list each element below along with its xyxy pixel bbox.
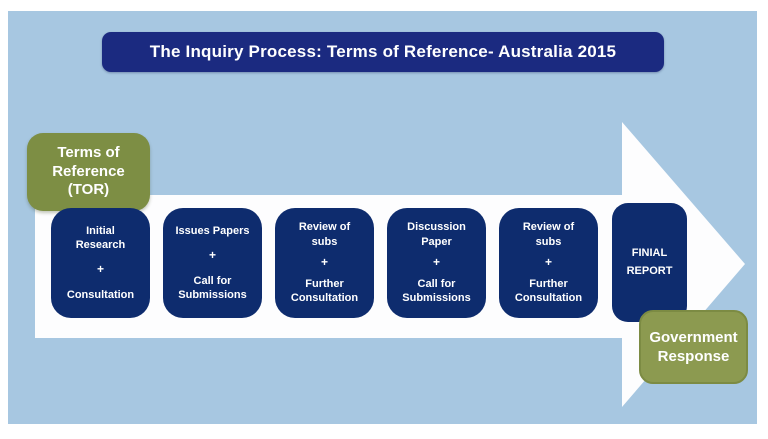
step-top-label: Review of subs — [298, 221, 351, 248]
title-banner: The Inquiry Process: Terms of Reference-… — [102, 32, 664, 72]
step-bottom-label: Further Consultation — [290, 278, 359, 305]
government-response-box: Government Response — [639, 310, 748, 384]
step-review-of-subs-2: Review of subs + Further Consultation — [499, 208, 598, 318]
tor-label: Terms of Reference (TOR) — [52, 143, 125, 199]
step-top-label: Discussion Paper — [407, 221, 466, 248]
plus-icon: + — [320, 255, 328, 270]
step-bottom-label: Call for Submissions — [402, 278, 471, 305]
step-top-label: Issues Papers — [175, 224, 250, 237]
step-bottom-label: Call for Submissions — [178, 274, 247, 301]
step-top-label: Review of subs — [522, 221, 575, 248]
step-initial-research: Initial Research + Consultation — [51, 208, 150, 318]
plus-icon: + — [96, 262, 104, 277]
step-bottom-label: Consultation — [66, 288, 135, 301]
step-top-label: Initial Research — [75, 224, 126, 252]
page-title: The Inquiry Process: Terms of Reference-… — [149, 42, 617, 61]
government-response-label: Government Response — [649, 328, 738, 366]
final-report-box: FINIAL REPORT — [612, 203, 687, 322]
tor-box: Terms of Reference (TOR) — [27, 133, 150, 211]
step-bottom-label: Further Consultation — [514, 278, 583, 305]
step-review-of-subs-1: Review of subs + Further Consultation — [275, 208, 374, 318]
step-discussion-paper: Discussion Paper + Call for Submissions — [387, 208, 486, 318]
step-issues-papers: Issues Papers + Call for Submissions — [163, 208, 262, 318]
plus-icon: + — [208, 248, 216, 263]
plus-icon: + — [432, 255, 440, 270]
plus-icon: + — [544, 255, 552, 270]
final-report-label: FINIAL REPORT — [626, 246, 673, 277]
